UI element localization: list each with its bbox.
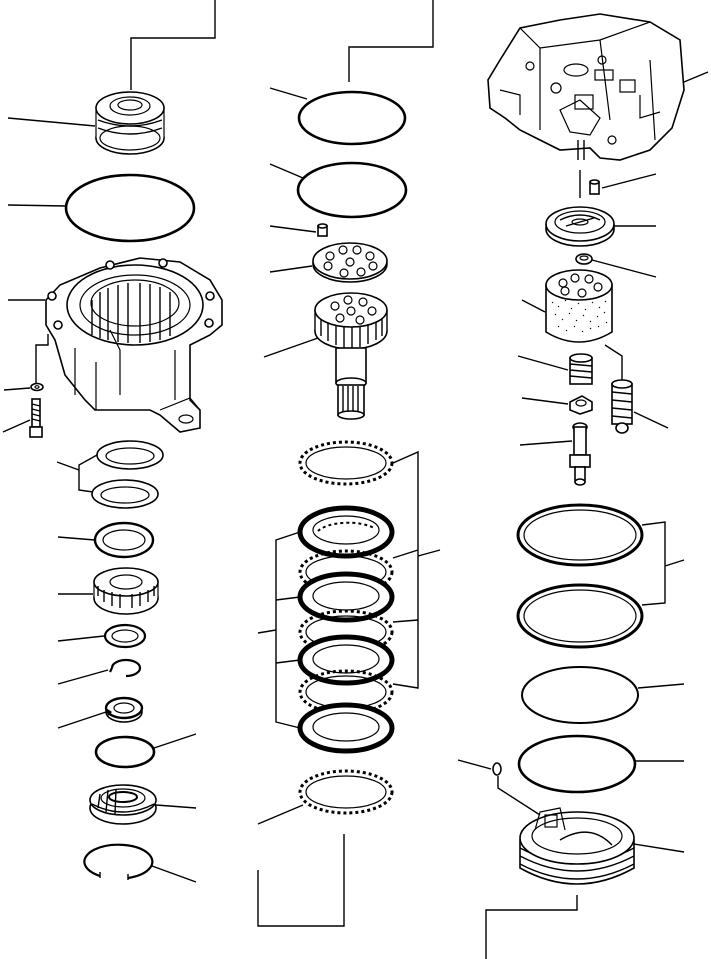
leader-plates-right [392, 450, 419, 689]
leader-o-ring-middle-2 [269, 163, 304, 179]
collar-small [103, 623, 147, 649]
bracket-right-bottom [485, 895, 578, 959]
leader-piston-spring [633, 411, 669, 429]
gear-shaft [314, 292, 388, 420]
leader-washer-pair-main [56, 461, 80, 471]
leader-valve-plate [269, 265, 313, 273]
plate-2 [297, 505, 395, 559]
plate-9 [298, 769, 394, 815]
spacer-ring [93, 521, 155, 559]
valve-plate [312, 242, 388, 283]
bolt [29, 398, 43, 438]
leader-o-ring-small [153, 733, 197, 749]
leader-snap-ring-small [57, 669, 109, 685]
o-ring-right-1 [521, 666, 639, 724]
housing [45, 257, 223, 433]
leader-plates-right-main [417, 549, 441, 557]
leader-piston-rod [519, 440, 573, 446]
spring [569, 353, 593, 385]
leader-washer [3, 387, 31, 391]
leader-gear-shaft [263, 337, 319, 358]
retaining-ring [83, 843, 154, 880]
shoe-small [569, 395, 593, 415]
left-column [2, 0, 223, 883]
seal-ring-large-1 [516, 503, 644, 567]
pin-bottom [492, 762, 502, 776]
seal-small [104, 696, 144, 723]
middle-column [257, 0, 441, 927]
leader-seal-rings-large [641, 521, 666, 606]
leader-plate-bottom [257, 804, 304, 825]
washer-small [30, 382, 44, 392]
snap-ring-small [109, 658, 142, 678]
leader-cylinder-block-fastener [604, 344, 623, 384]
leader-retaining-ring [151, 865, 197, 883]
plate-4 [297, 571, 395, 623]
leader-valve-body [683, 71, 709, 83]
bearing-middle [93, 567, 159, 615]
right-column [457, 13, 709, 959]
leader-housing-fastener [35, 334, 49, 386]
leader-collar-small [57, 635, 105, 642]
o-ring-middle-1 [297, 90, 407, 146]
leader-ring-tiny [591, 259, 657, 278]
leader-plates-left-main [257, 629, 277, 634]
leader-end-cover [633, 843, 685, 853]
leader-spacer-ring [57, 536, 96, 541]
o-ring-right-2 [517, 734, 637, 794]
pin-middle [317, 223, 328, 237]
leader-o-ring-right-1 [637, 683, 685, 689]
leader-plates-left [275, 531, 301, 729]
pin-right [589, 179, 600, 195]
washer-pair [91, 440, 164, 509]
leader-bolt [2, 419, 31, 433]
o-ring-middle-2 [296, 161, 408, 219]
leader-floating-seal [155, 804, 197, 809]
bearing-top [95, 91, 165, 155]
seal-ring-large-2 [516, 583, 644, 649]
valve-disc [545, 206, 615, 247]
plate-8 [297, 702, 395, 754]
leader-pin-bottom [457, 759, 492, 770]
leader-spring [517, 355, 569, 371]
piston-spring [611, 379, 633, 434]
leader-bearing-top [7, 117, 96, 127]
piston-rod [569, 422, 591, 486]
end-cover [519, 807, 635, 885]
leader-pin-right [601, 173, 657, 189]
leader-shoe-small [521, 397, 569, 405]
leader-washer-pair [78, 454, 98, 493]
ring-tiny [575, 253, 593, 265]
leader-o-ring-left [7, 204, 67, 207]
cylinder-block [545, 269, 613, 343]
o-ring-left-small [94, 735, 156, 769]
leader-seal-small [57, 711, 107, 729]
leader-pin-middle [269, 225, 317, 233]
bracket-middle-bottom [257, 834, 345, 927]
o-ring-left-large [64, 173, 196, 243]
leader-cylinder-block [521, 299, 546, 313]
bracket-left-top [130, 0, 216, 90]
valve-body [487, 13, 685, 161]
bracket-middle-top [348, 0, 434, 82]
plate-1 [298, 440, 394, 486]
floating-seal [89, 784, 157, 825]
leader-pin-to-cover [497, 776, 541, 816]
leader-seal-rings-large-main [664, 559, 685, 567]
leader-o-ring-middle-1 [269, 87, 308, 100]
